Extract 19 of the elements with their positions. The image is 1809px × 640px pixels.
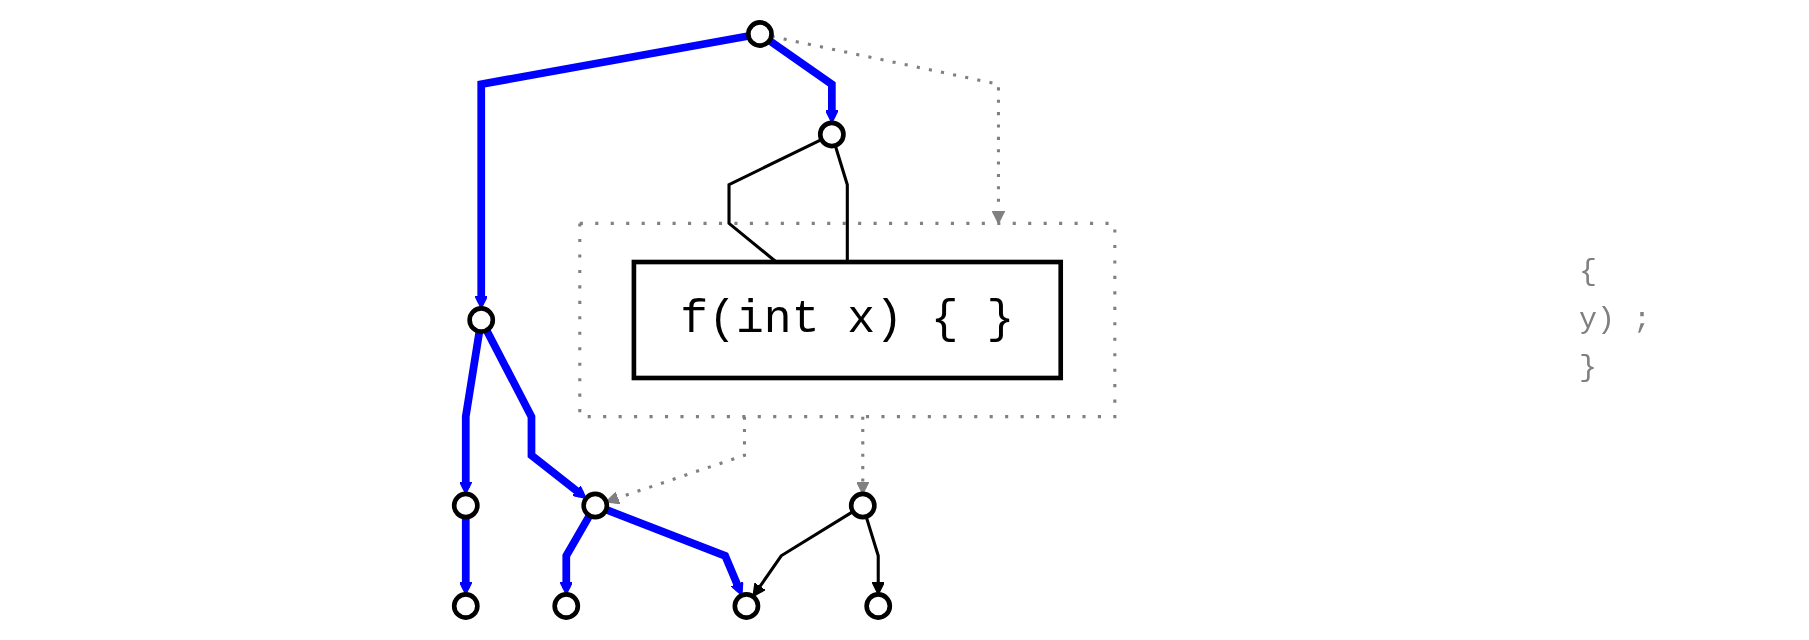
code-fragment: } bbox=[1579, 351, 1598, 385]
code-fragment: y) ; bbox=[1579, 303, 1652, 337]
tree-node-circle bbox=[848, 491, 877, 520]
code-box: f(int x) { } bbox=[631, 259, 1064, 381]
tree-node-circle bbox=[552, 592, 581, 620]
arrow bbox=[752, 510, 854, 598]
arrow bbox=[767, 37, 839, 124]
tree-node-circle bbox=[864, 592, 893, 620]
tree-node-circle bbox=[451, 491, 480, 520]
arrow bbox=[855, 416, 870, 495]
tree-node-circle bbox=[467, 306, 496, 334]
tree-node-circle bbox=[451, 592, 480, 620]
tree-node-circle bbox=[817, 120, 846, 149]
tree-node-circle bbox=[581, 491, 610, 520]
arrow bbox=[483, 328, 587, 499]
tree-node-circle bbox=[746, 20, 774, 48]
tree-node-circle bbox=[732, 592, 761, 620]
code-fragment: { bbox=[1579, 255, 1598, 289]
arrow bbox=[604, 506, 744, 596]
